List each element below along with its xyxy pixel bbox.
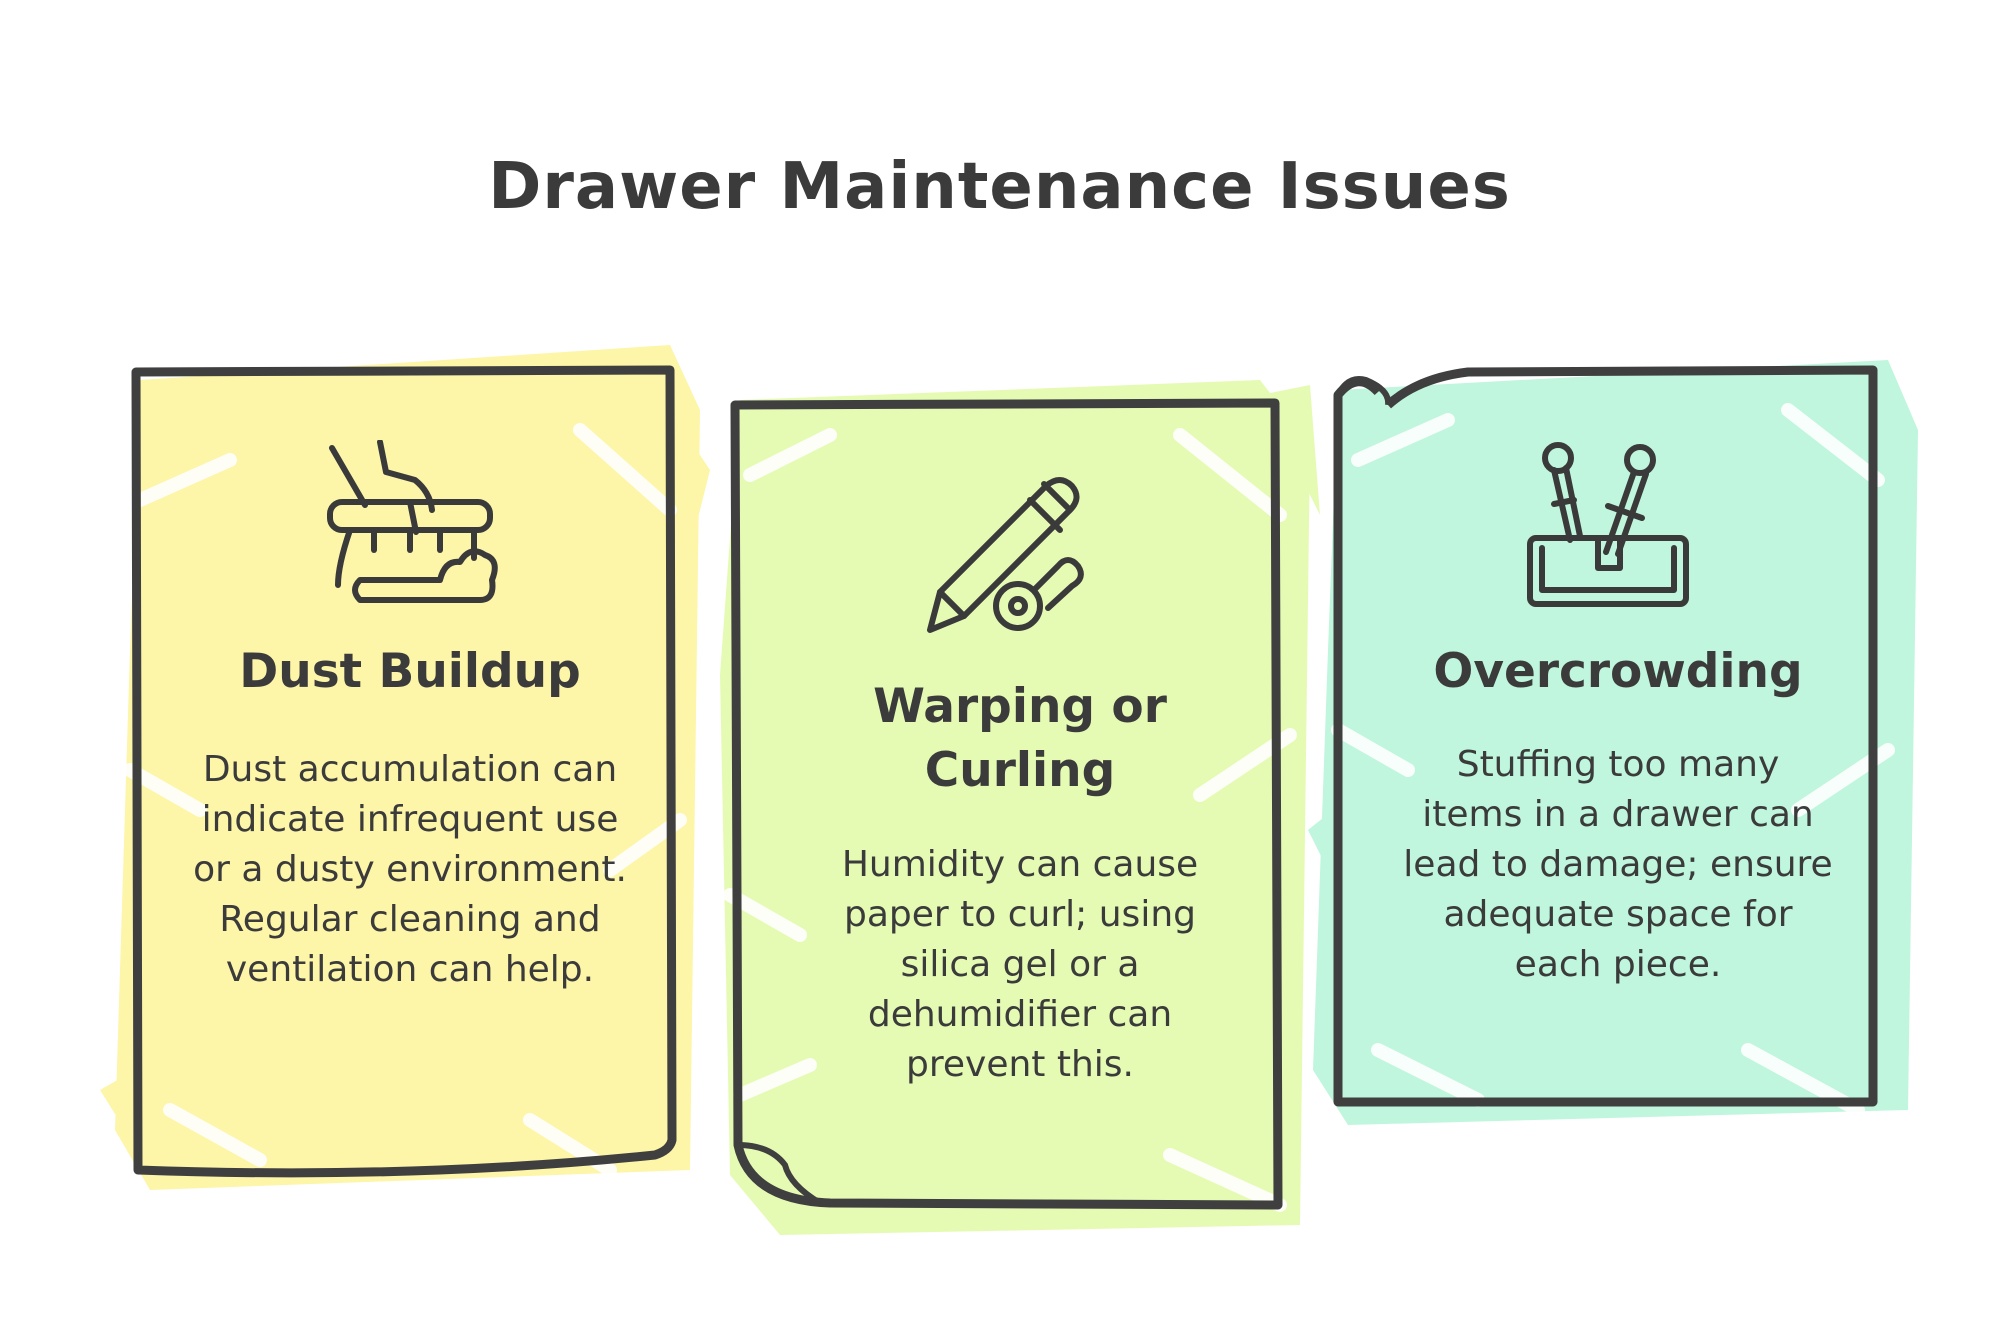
card-background — [100, 345, 710, 1190]
overfull-container-icon — [1527, 442, 1689, 607]
card-title: Warping or Curling — [873, 679, 1167, 798]
card-description: Humidity can cause paper to curl; using … — [841, 844, 1199, 1085]
card-title: Overcrowding — [1433, 644, 1803, 699]
pen-and-key-icon — [927, 477, 1084, 633]
dusty-drawer-icon — [327, 440, 498, 603]
card-warping-or-curling: Warping or Curling Humidity can cause pa… — [720, 375, 1320, 1235]
card-description: Stuffing too many items in a drawer can … — [1403, 744, 1833, 985]
card-dust-buildup: Dust Buildup Dust accumulation can indic… — [100, 345, 710, 1200]
card-description: Dust accumulation can indicate infrequen… — [193, 749, 627, 990]
card-background — [1308, 360, 1918, 1125]
card-background — [720, 380, 1320, 1235]
card-title: Dust Buildup — [239, 644, 581, 699]
card-overcrowding: Overcrowding Stuffing too many items in … — [1308, 350, 1918, 1140]
page-title: Drawer Maintenance Issues — [488, 150, 1511, 224]
